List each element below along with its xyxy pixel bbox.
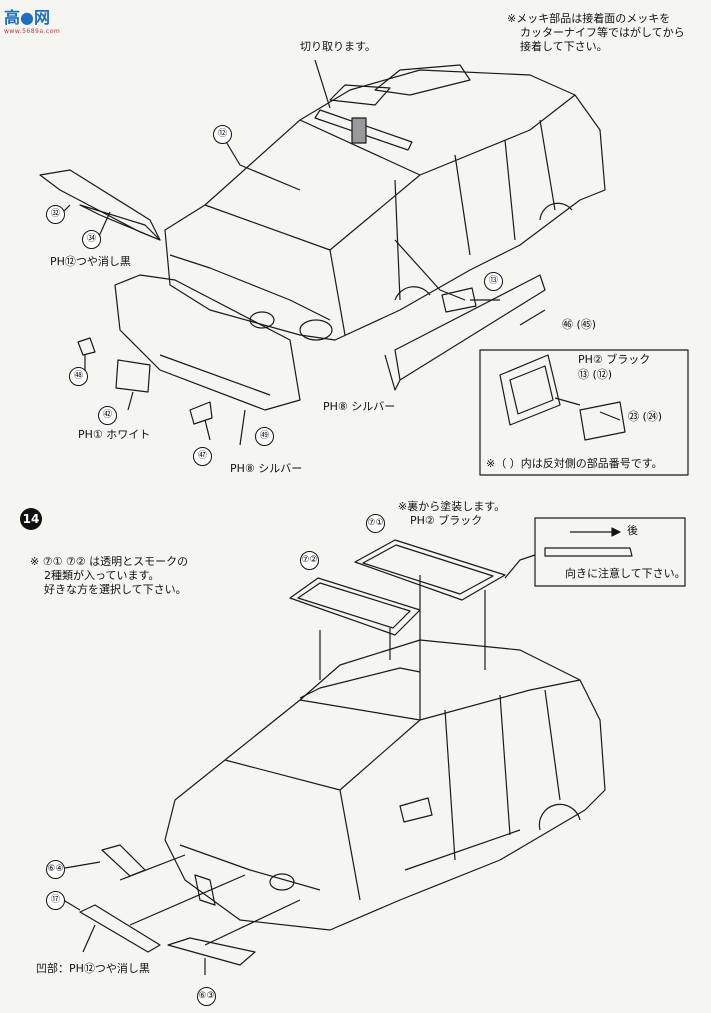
inset-part-13: ⑬ (⑫): [578, 368, 613, 381]
part-number-67: ㊼: [193, 447, 212, 466]
part-number-17: ⑰: [46, 891, 65, 910]
chrome-note-line1: ※メッキ部品は接着面のメッキを: [507, 12, 671, 25]
part-number-34: ㉞: [82, 230, 101, 249]
back-paint-note: ※裏から塗装します。: [398, 500, 506, 513]
part-number-72: ⑦②: [300, 551, 319, 570]
part-number-32: ㉜: [46, 205, 65, 224]
step14-note-line2: 2種類が入っています。: [44, 569, 160, 582]
part-number-63: ⑥③: [197, 987, 216, 1006]
part-number-46-45: ㊻ (㊺): [562, 318, 597, 331]
paint-silver-label: PH⑧ シルバー: [323, 400, 396, 413]
step14-note-line3: 好きな方を選択して下さい。: [44, 583, 187, 596]
van-body-top: [164, 64, 606, 341]
chrome-note-line3: 接着して下さい。: [520, 40, 608, 53]
inset-black-label: PH② ブラック: [578, 353, 651, 366]
part-number-49: ㊾: [255, 427, 274, 446]
part-number-13: ⑬: [484, 272, 503, 291]
inset-part-23: ㉓ (㉔): [628, 410, 663, 423]
part-number-64: ⑥④: [46, 860, 65, 879]
step-14-badge: 14: [20, 508, 42, 530]
chrome-note-line2: カッターナイフ等ではがしてから: [520, 26, 685, 39]
paint-gloss-black-label: PH⑫つや消し黒: [50, 255, 131, 268]
step14-note-line1: ※ ⑦① ⑦② は透明とスモークの: [30, 555, 189, 568]
part-number-71: ⑦①: [366, 514, 385, 533]
part-number-12: ⑫: [213, 125, 232, 144]
inset-note: ※（ ）内は反対側の部品番号です。: [486, 457, 663, 470]
part-number-42: ㊷: [98, 406, 117, 425]
bottom-paint-label: 凹部：PH⑫つや消し黒: [36, 962, 150, 975]
paint-white-label: PH① ホワイト: [78, 428, 151, 441]
direction-note: 向きに注意して下さい。: [565, 567, 686, 580]
direction-rear-label: 後: [627, 524, 638, 537]
part-number-68: ㊽: [69, 367, 88, 386]
cut-note: 切り取ります。: [300, 40, 376, 53]
paint-silver-label-2: PH⑧ シルバー: [230, 462, 303, 475]
back-paint-black: PH② ブラック: [410, 514, 483, 527]
